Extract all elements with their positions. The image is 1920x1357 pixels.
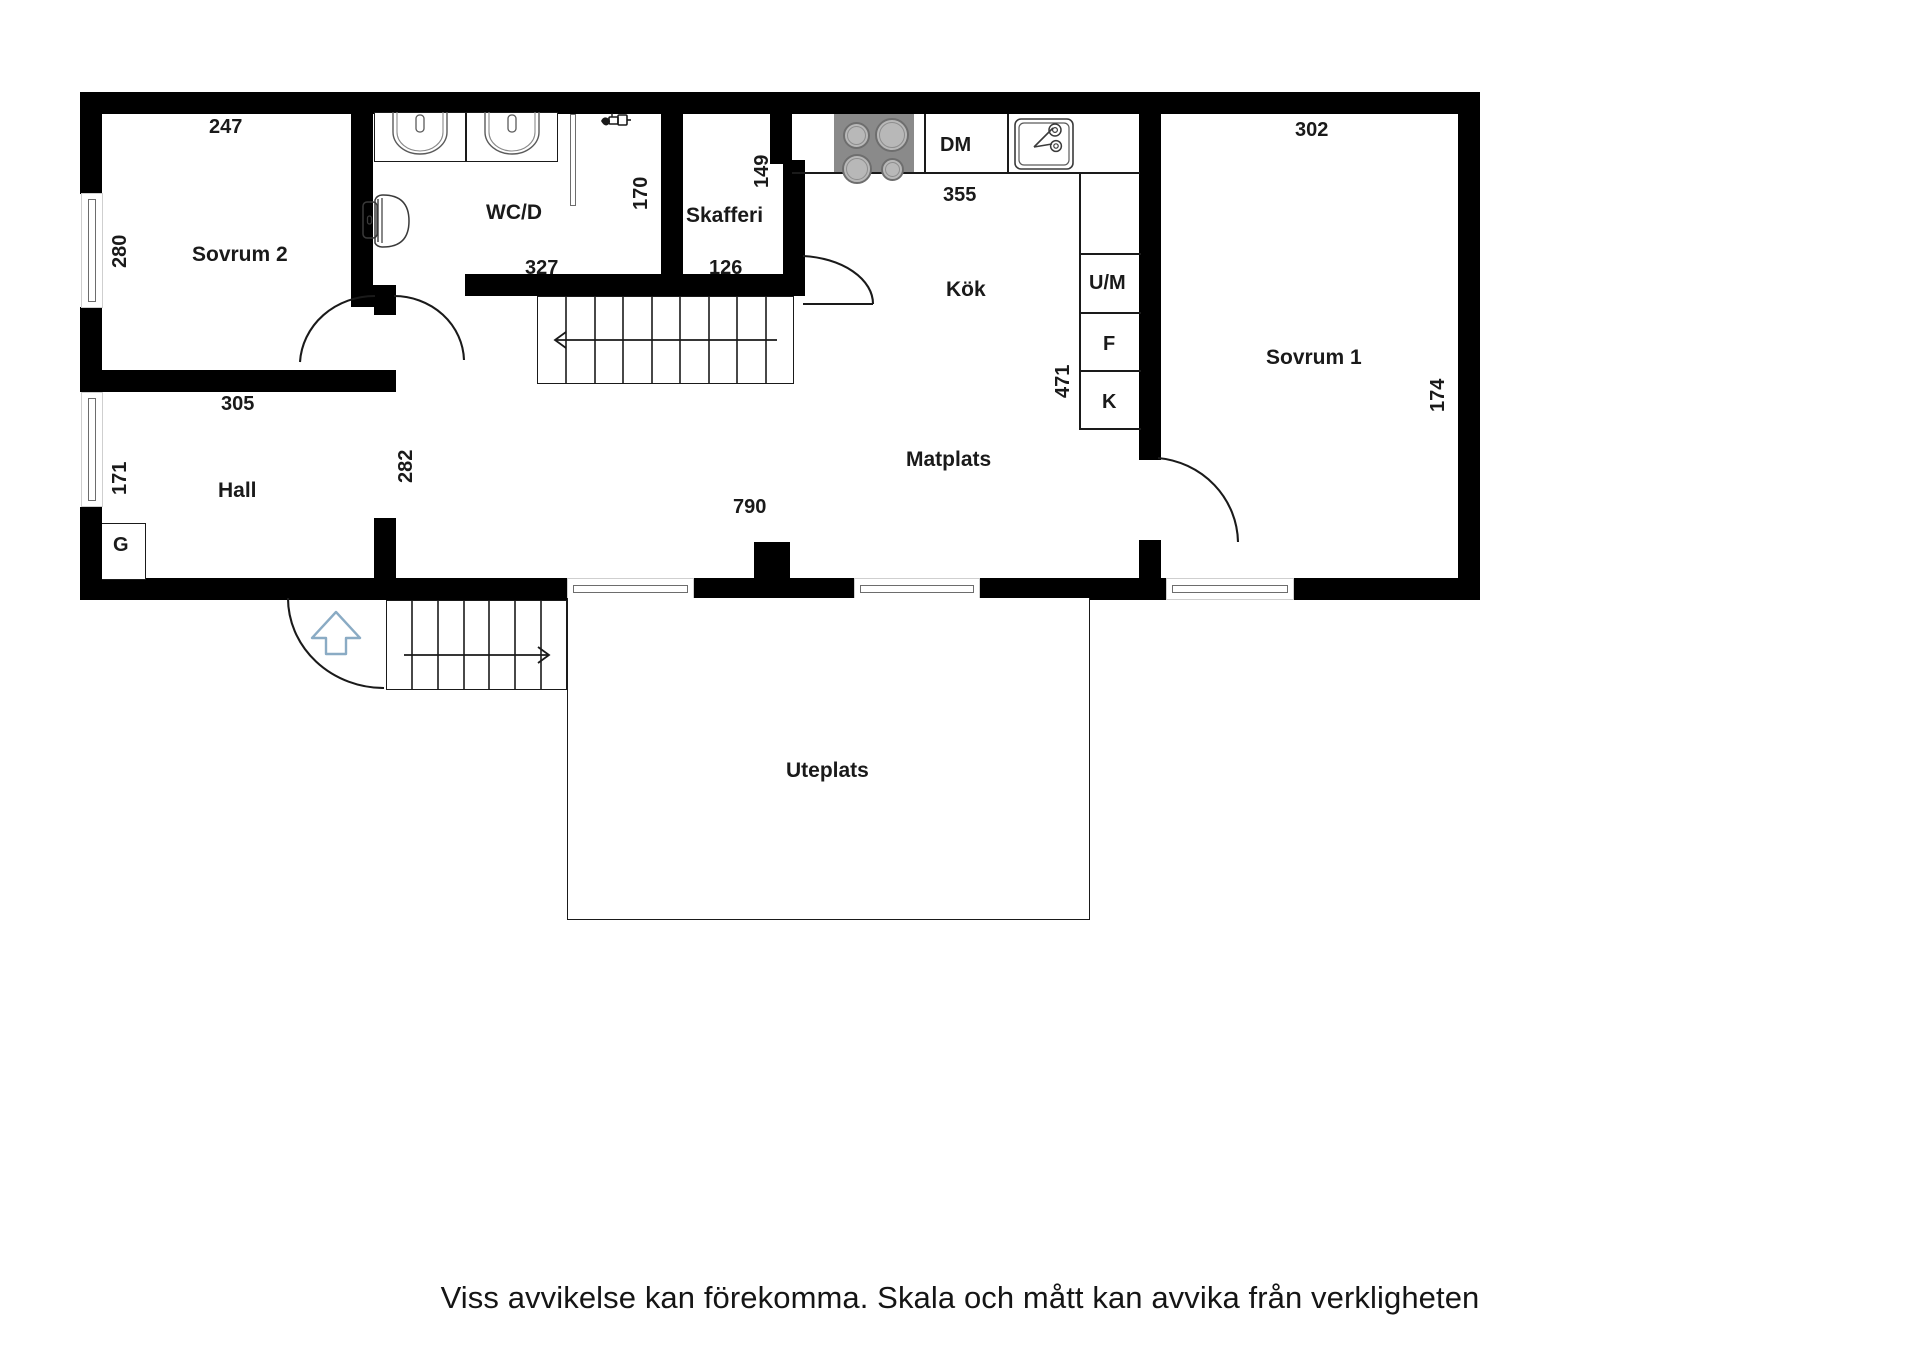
door-swing-sovrum1 <box>1157 456 1240 543</box>
door-swing-wc <box>393 294 466 361</box>
dimension-149: 149 <box>751 154 773 188</box>
dimension-355: 355 <box>943 184 977 206</box>
wall-interior-kok-sovrum1-bottom <box>1139 540 1161 600</box>
wall-interior-wc-bottom <box>465 274 661 296</box>
kitchen-sink-icon <box>1014 118 1074 170</box>
dimension-171: 171 <box>109 461 131 495</box>
appliance-divider-f-k <box>1079 370 1141 372</box>
wall-exterior-left-lower <box>80 507 102 600</box>
wall-interior-hall-sovrum2-jamb <box>374 370 396 392</box>
dimension-170: 170 <box>630 176 652 210</box>
appliance-um-label: U/M <box>1089 272 1126 294</box>
wall-exterior-bottom-right <box>1294 578 1480 600</box>
wall-exterior-bottom-left <box>80 578 567 600</box>
window-bottom-1-pane <box>573 585 688 593</box>
window-bottom-3-pane <box>1172 585 1288 593</box>
room-label-sovrum1: Sovrum 1 <box>1266 346 1362 369</box>
room-label-skafferi: Skafferi <box>686 204 764 227</box>
washbasin-icon <box>484 112 540 155</box>
window-left-upper-pane <box>88 199 96 302</box>
entrance-arrow <box>310 610 362 656</box>
wall-interior-door-jamb-1 <box>374 285 396 315</box>
appliance-dm-label: DM <box>940 134 972 156</box>
room-label-kok: Kök <box>946 278 986 301</box>
appliance-g-label: G <box>113 534 129 556</box>
appliance-f-label: F <box>1103 333 1116 355</box>
dimension-247: 247 <box>209 116 243 138</box>
vanity-counter-2 <box>466 112 558 162</box>
dimension-790: 790 <box>733 496 767 518</box>
wall-exterior-bottom-mid2 <box>980 578 1166 600</box>
dimension-471: 471 <box>1052 364 1074 398</box>
room-label-matplats: Matplats <box>906 448 992 471</box>
window-bottom-2-pane <box>860 585 974 593</box>
wall-interior-hall-sovrum2 <box>80 370 396 392</box>
stairs-interior-treads <box>553 296 777 384</box>
wall-interior-skafferi-right-lower <box>783 160 805 280</box>
toilet-icon <box>362 194 410 248</box>
appliance-k-label: K <box>1102 391 1117 413</box>
wardrobe-g <box>102 523 146 580</box>
wall-exterior-left-upper <box>80 92 102 194</box>
door-swing-skafferi <box>802 254 875 306</box>
disclaimer-caption: Viss avvikelse kan förekomma. Skala och … <box>440 1280 1480 1315</box>
wall-exterior-top <box>80 92 1480 114</box>
room-label-wcd: WC/D <box>486 201 542 224</box>
dimension-174: 174 <box>1427 378 1449 412</box>
wall-interior-kok-sovrum1-lower <box>1139 172 1161 460</box>
dimension-282: 282 <box>395 449 417 483</box>
counter-divider-2 <box>1007 114 1009 172</box>
washbasin-icon <box>392 112 448 155</box>
appliance-column-left-edge <box>1079 172 1081 430</box>
shower-screen <box>570 114 576 206</box>
appliance-divider-um-f <box>1079 312 1141 314</box>
appliance-column-bottom-edge <box>1079 428 1141 430</box>
dimension-126: 126 <box>709 257 743 279</box>
wall-interior-kok-sovrum1-upper <box>1139 92 1161 172</box>
wall-interior-wc-right <box>661 114 683 296</box>
room-label-hall: Hall <box>218 479 257 502</box>
shower-icon <box>601 113 631 126</box>
wall-interior-skafferi-bottom <box>661 274 805 296</box>
dimension-280: 280 <box>109 234 131 268</box>
window-left-lower-pane <box>88 398 96 501</box>
dimension-305: 305 <box>221 393 255 415</box>
cooktop-icon <box>834 114 914 184</box>
wall-interior-sovrum2-wc <box>351 92 373 292</box>
stairs-exterior <box>386 600 567 690</box>
counter-divider-1 <box>924 114 926 172</box>
stairs-exterior-treads <box>404 600 551 690</box>
room-label-sovrum2: Sovrum 2 <box>192 243 288 266</box>
wall-interior-skafferi-right-upper <box>770 114 792 164</box>
wall-stub-bottom <box>754 542 790 582</box>
appliance-divider-um-top <box>1079 253 1141 255</box>
door-swing-entrance <box>286 597 385 690</box>
dimension-302: 302 <box>1295 119 1329 141</box>
room-label-uteplats: Uteplats <box>786 759 869 782</box>
wall-exterior-right <box>1458 92 1480 600</box>
wall-interior-hall-right <box>374 518 396 600</box>
counter-top-edge <box>792 172 1140 174</box>
wall-exterior-bottom-mid1 <box>694 578 854 600</box>
dimension-327: 327 <box>525 257 559 279</box>
uteplats-outline <box>567 598 1090 920</box>
door-swing-sovrum2 <box>298 294 376 363</box>
